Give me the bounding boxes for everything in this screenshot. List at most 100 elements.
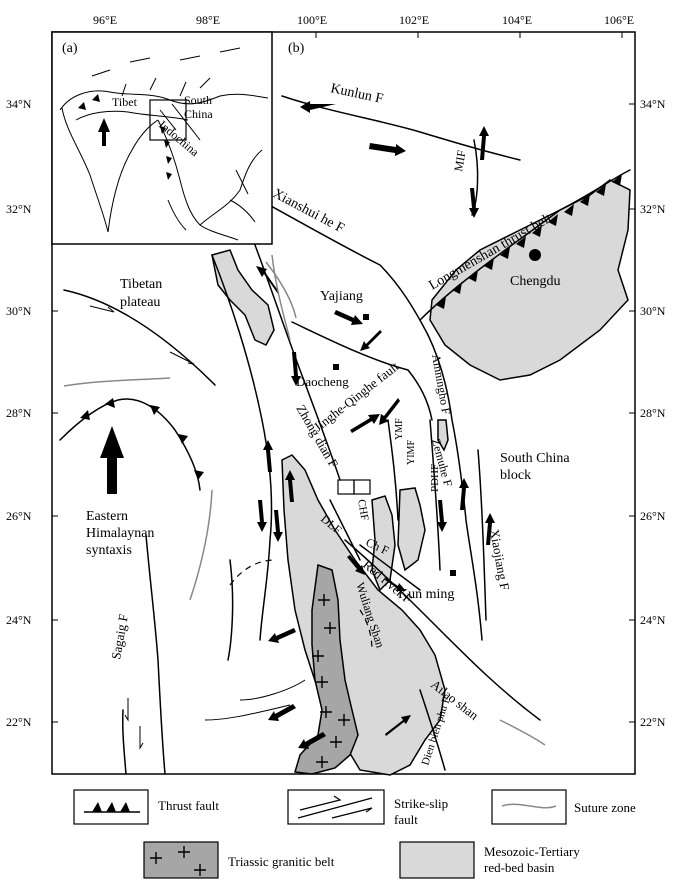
tick-right-26n: 26°N — [640, 509, 666, 523]
dashed-faults — [229, 559, 373, 651]
mif-label: MIF — [451, 149, 469, 173]
granite-crosses — [312, 594, 350, 768]
tick-left-24n: 24°N — [6, 613, 32, 627]
tick-left-34n: 34°N — [6, 97, 32, 111]
syntaxis-thrust — [59, 398, 201, 491]
sagaig-fault — [121, 709, 127, 775]
suture-zones — [63, 254, 546, 746]
fault-bottom-1 — [239, 679, 306, 701]
slip-arrows — [256, 101, 495, 749]
pdhf-fault — [429, 419, 441, 571]
fault-plateau-2 — [227, 559, 234, 661]
basin-central-east — [397, 487, 426, 572]
sichuan-basin — [429, 179, 631, 381]
inset-frame — [51, 31, 273, 245]
legend-suture-symbol — [501, 803, 557, 809]
legend-suture-label: Suture zone — [574, 800, 636, 815]
zhongdian-fault — [254, 244, 341, 481]
fault-bottom-2 — [204, 704, 291, 721]
dlf-fault — [329, 499, 361, 561]
thrust-barbs — [436, 174, 622, 309]
yajiang-marker — [363, 314, 369, 320]
tick-right-22n: 22°N — [640, 715, 666, 729]
pdhf-label: PDHF — [429, 464, 441, 492]
legend-thrust-label: Thrust fault — [158, 798, 219, 813]
daocheng-label: Daocheng — [296, 374, 349, 389]
tick-top-106e: 106°E — [604, 13, 634, 27]
panel-b-label: (b) — [288, 41, 305, 56]
legend-granite-label: Triassic granitic belt — [228, 854, 335, 869]
fault-western-1 — [145, 534, 166, 775]
jinghe-qinghe-fault — [291, 321, 433, 421]
chengdu-marker — [529, 249, 541, 261]
kunlun-label: Kunlun F — [329, 81, 384, 107]
tick-right-28n: 28°N — [640, 406, 666, 420]
tick-top-104e: 104°E — [502, 13, 532, 27]
tick-left-26n: 26°N — [6, 509, 32, 523]
tick-right-24n: 24°N — [640, 613, 666, 627]
tick-right-32n: 32°N — [640, 202, 666, 216]
side-tick-marks — [52, 103, 635, 723]
chengdu-label: Chengdu — [510, 274, 561, 289]
legend-granite-box — [143, 841, 219, 879]
legend-strike-symbol — [297, 795, 373, 819]
legend-thrust-barbs — [92, 802, 130, 812]
yimf-label: YIMF — [406, 440, 417, 465]
map-frame — [51, 31, 636, 775]
inset-arrow — [98, 118, 110, 146]
sagaig-label: Sagaig F — [108, 613, 131, 661]
inset-study-box — [149, 99, 187, 141]
fault-plateau-1 — [63, 289, 216, 386]
half-arrows — [89, 305, 195, 750]
amningho-label: Amningho F — [429, 353, 453, 416]
legend-granite-crosses — [150, 846, 206, 876]
legend-basin-box — [399, 841, 475, 879]
dien-bien-phu-fault — [419, 689, 446, 771]
tick-left-22n: 22°N — [6, 715, 32, 729]
kunlun-fault — [281, 95, 521, 161]
kunming-label: Kun ming — [398, 587, 454, 602]
tick-top-96e: 96°E — [93, 13, 117, 27]
tick-right-34n: 34°N — [640, 97, 666, 111]
inset-thrust-barbs — [78, 94, 172, 180]
xianshuihe-fault — [231, 184, 483, 641]
syntaxis-barbs — [80, 398, 204, 480]
legend-strike-box — [287, 789, 385, 825]
red-river-fault — [344, 539, 541, 721]
tick-left-30n: 30°N — [6, 304, 32, 318]
ch-fault — [359, 544, 421, 591]
tick-left-32n: 32°N — [6, 202, 32, 216]
chf-label: CHF — [355, 498, 371, 521]
inset-tibet-label: Tibet — [112, 95, 138, 109]
basin-northwest — [211, 249, 275, 346]
tick-right-30n: 30°N — [640, 304, 666, 318]
granitic-belt — [294, 563, 359, 775]
tick-top-102e: 102°E — [399, 13, 429, 27]
xiaojiang-label: Xiaojiang F — [487, 528, 512, 591]
tick-left-28n: 28°N — [6, 406, 32, 420]
syntaxis-arrow — [100, 426, 124, 494]
ymf-label: YMF — [394, 418, 405, 440]
daocheng-marker — [333, 364, 339, 370]
ymf-fault — [387, 419, 399, 521]
xiaojiang-fault — [477, 449, 487, 621]
kunming-marker — [450, 570, 456, 576]
basin-xiaojiang-small — [437, 419, 449, 452]
panel-a-label: (a) — [62, 41, 78, 56]
study-area-box-1 — [337, 479, 355, 495]
tick-top-100e: 100°E — [297, 13, 327, 27]
yajiang-label: Yajiang — [320, 289, 363, 304]
tick-top-98e: 98°E — [196, 13, 220, 27]
study-area-box-2 — [353, 479, 371, 495]
